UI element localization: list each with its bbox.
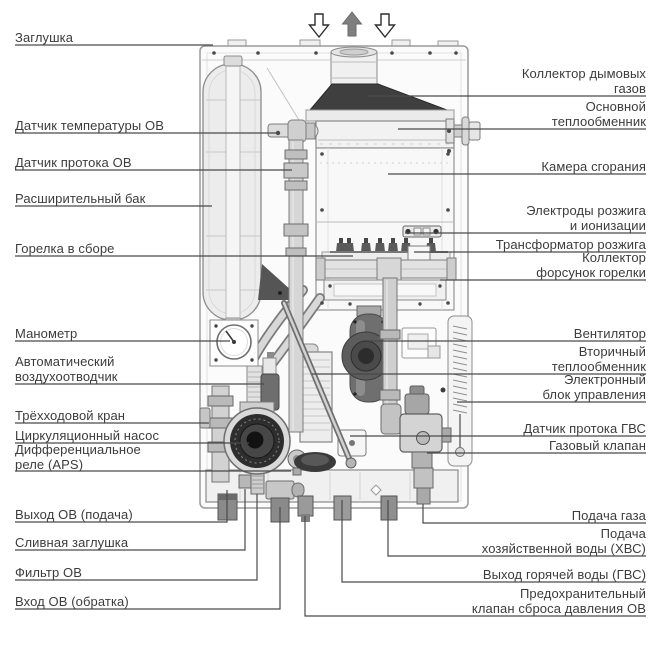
label-burner-nozzle-collector: Коллектор форсунок горелки	[536, 250, 646, 280]
gas-supply-stub	[413, 467, 434, 489]
leader-drain-plug	[15, 489, 246, 551]
label-heating-flow-sensor: Датчик протока ОВ	[15, 155, 132, 170]
arrow-down-icon	[374, 13, 396, 39]
label-auto-air-vent: Автоматический воздухоотводчик	[15, 354, 118, 384]
label-flue-gas-collector: Коллектор дымовых газов	[521, 66, 646, 96]
circulation-pump-drawing	[223, 401, 291, 475]
flow-arrows	[308, 11, 396, 39]
label-gas-supply: Подача газа	[571, 508, 646, 523]
label-expansion-tank: Расширительный бак	[15, 191, 146, 206]
label-secondary-heat-exchanger: Вторичный теплообменник	[551, 344, 646, 374]
control-unit-drawing	[440, 315, 473, 467]
air-vent-drawing	[246, 352, 280, 411]
case-screws	[212, 51, 458, 306]
label-heating-inlet: Вход ОВ (обратка)	[15, 594, 129, 609]
leader-cold-water-supply	[387, 500, 646, 557]
label-combustion-chamber: Камера сгорания	[541, 159, 646, 174]
leader-heating-outlet	[15, 490, 228, 523]
igniter-box-drawing	[401, 327, 441, 359]
diagonal-rod-drawing	[281, 300, 357, 469]
label-circulation-pump: Циркуляционный насос	[15, 428, 160, 443]
label-heating-filter: Фильтр ОВ	[15, 565, 82, 580]
label-fan: Вентилятор	[573, 326, 646, 341]
leader-heating-filter	[15, 494, 258, 581]
leader-dhw-outlet	[341, 500, 646, 583]
arrow-down-icon	[308, 13, 330, 39]
label-electronic-control-unit: Электронный блок управления	[542, 372, 646, 402]
leader-lines	[15, 44, 646, 617]
label-ignition-transformer: Трансформатор розжига	[495, 237, 646, 252]
gas-riser-pipe-drawing	[379, 277, 401, 407]
label-main-heat-exchanger: Основной теплообменник	[551, 99, 646, 129]
leader-gas-supply	[422, 504, 646, 524]
label-cold-water-supply: Подача хозяйственной воды (ХВС)	[481, 526, 646, 556]
label-gas-valve: Газовый клапан	[548, 438, 646, 453]
label-dhw-outlet: Выход горячей воды (ГВС)	[482, 567, 646, 582]
main-heat-exchanger-drawing	[301, 116, 481, 149]
label-differential-relay-aps: Дифференциальное реле (APS)	[15, 442, 141, 472]
flange-disc-drawing	[294, 452, 336, 472]
arrow-up-icon	[341, 11, 363, 37]
gas-valve-drawing	[380, 385, 452, 469]
leader-heating-inlet	[15, 507, 281, 610]
label-burner-assembly: Горелка в сборе	[15, 241, 115, 256]
left-pipe-drawing	[267, 119, 316, 433]
label-dhw-flow-sensor: Датчик протока ГВС	[523, 421, 646, 436]
manometer-drawing	[209, 319, 259, 367]
filter-drawing	[250, 471, 265, 495]
cold-water-stub	[380, 495, 398, 521]
flue-collector-drawing	[305, 46, 455, 122]
label-heating-temp-sensor: Датчик температуры ОВ	[15, 118, 164, 133]
safety-valve-stub	[297, 495, 314, 517]
label-ignition-electrodes: Электроды розжига и ионизации	[526, 203, 646, 233]
leader-safety-valve	[304, 516, 646, 617]
burner-drawing	[315, 238, 457, 301]
bracket-triangle-drawing	[258, 264, 292, 300]
label-plug: Заглушка	[15, 30, 74, 45]
label-safety-valve: Предохранительный клапан сброса давления…	[471, 586, 646, 616]
ignition-electrodes-drawing	[402, 225, 442, 238]
label-manometer: Манометр	[15, 326, 78, 341]
label-three-way-valve: Трёхходовой кран	[15, 408, 126, 423]
label-heating-outlet: Выход ОВ (подача)	[15, 507, 133, 522]
label-drain-plug: Сливная заглушка	[15, 535, 129, 550]
drain-plug-drawing	[238, 474, 252, 489]
